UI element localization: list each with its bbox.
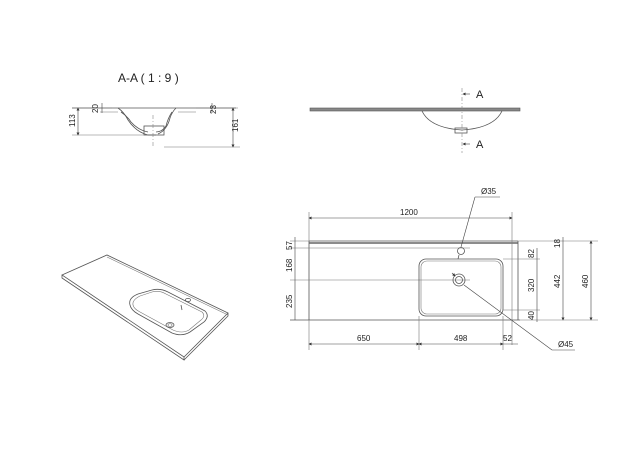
dim-overall-length: 1200 — [400, 208, 418, 217]
dim-back-edge: 57 — [285, 241, 294, 250]
side-view: A A — [309, 88, 521, 153]
dim-front-rim: 40 — [527, 311, 536, 320]
dim-left-offset: 650 — [357, 334, 371, 343]
dim-overall-depth: 460 — [581, 274, 590, 288]
dim-rim-right: 23 — [209, 105, 218, 114]
plan-view: 1200 Ø35 57 168 235 650 498 52 Ø45 82 32… — [285, 187, 598, 351]
dim-tap-to-center: 168 — [285, 258, 294, 272]
cut-label-bottom: A — [476, 139, 484, 151]
isometric-view — [61, 254, 229, 361]
cut-label-top: A — [476, 89, 484, 101]
dim-tap-hole: Ø35 — [481, 187, 497, 196]
dim-rim-left: 20 — [91, 104, 100, 113]
dim-back-rim: 18 — [553, 239, 562, 248]
dim-basin-depth: 320 — [527, 278, 536, 292]
dim-height-total: 161 — [231, 118, 240, 132]
section-view: A-A ( 1 : 9 ) 113 20 161 23 — [68, 71, 240, 148]
dim-tap-to-basin: 82 — [527, 249, 536, 258]
dim-basin-width: 498 — [454, 334, 468, 343]
dim-center-to-front: 235 — [285, 294, 294, 308]
dim-height-left: 113 — [68, 114, 77, 127]
dim-drain-hole: Ø45 — [558, 340, 574, 349]
dim-inner-depth: 442 — [553, 274, 562, 288]
section-title: A-A ( 1 : 9 ) — [118, 71, 179, 85]
dim-right-offset: 52 — [503, 334, 512, 343]
